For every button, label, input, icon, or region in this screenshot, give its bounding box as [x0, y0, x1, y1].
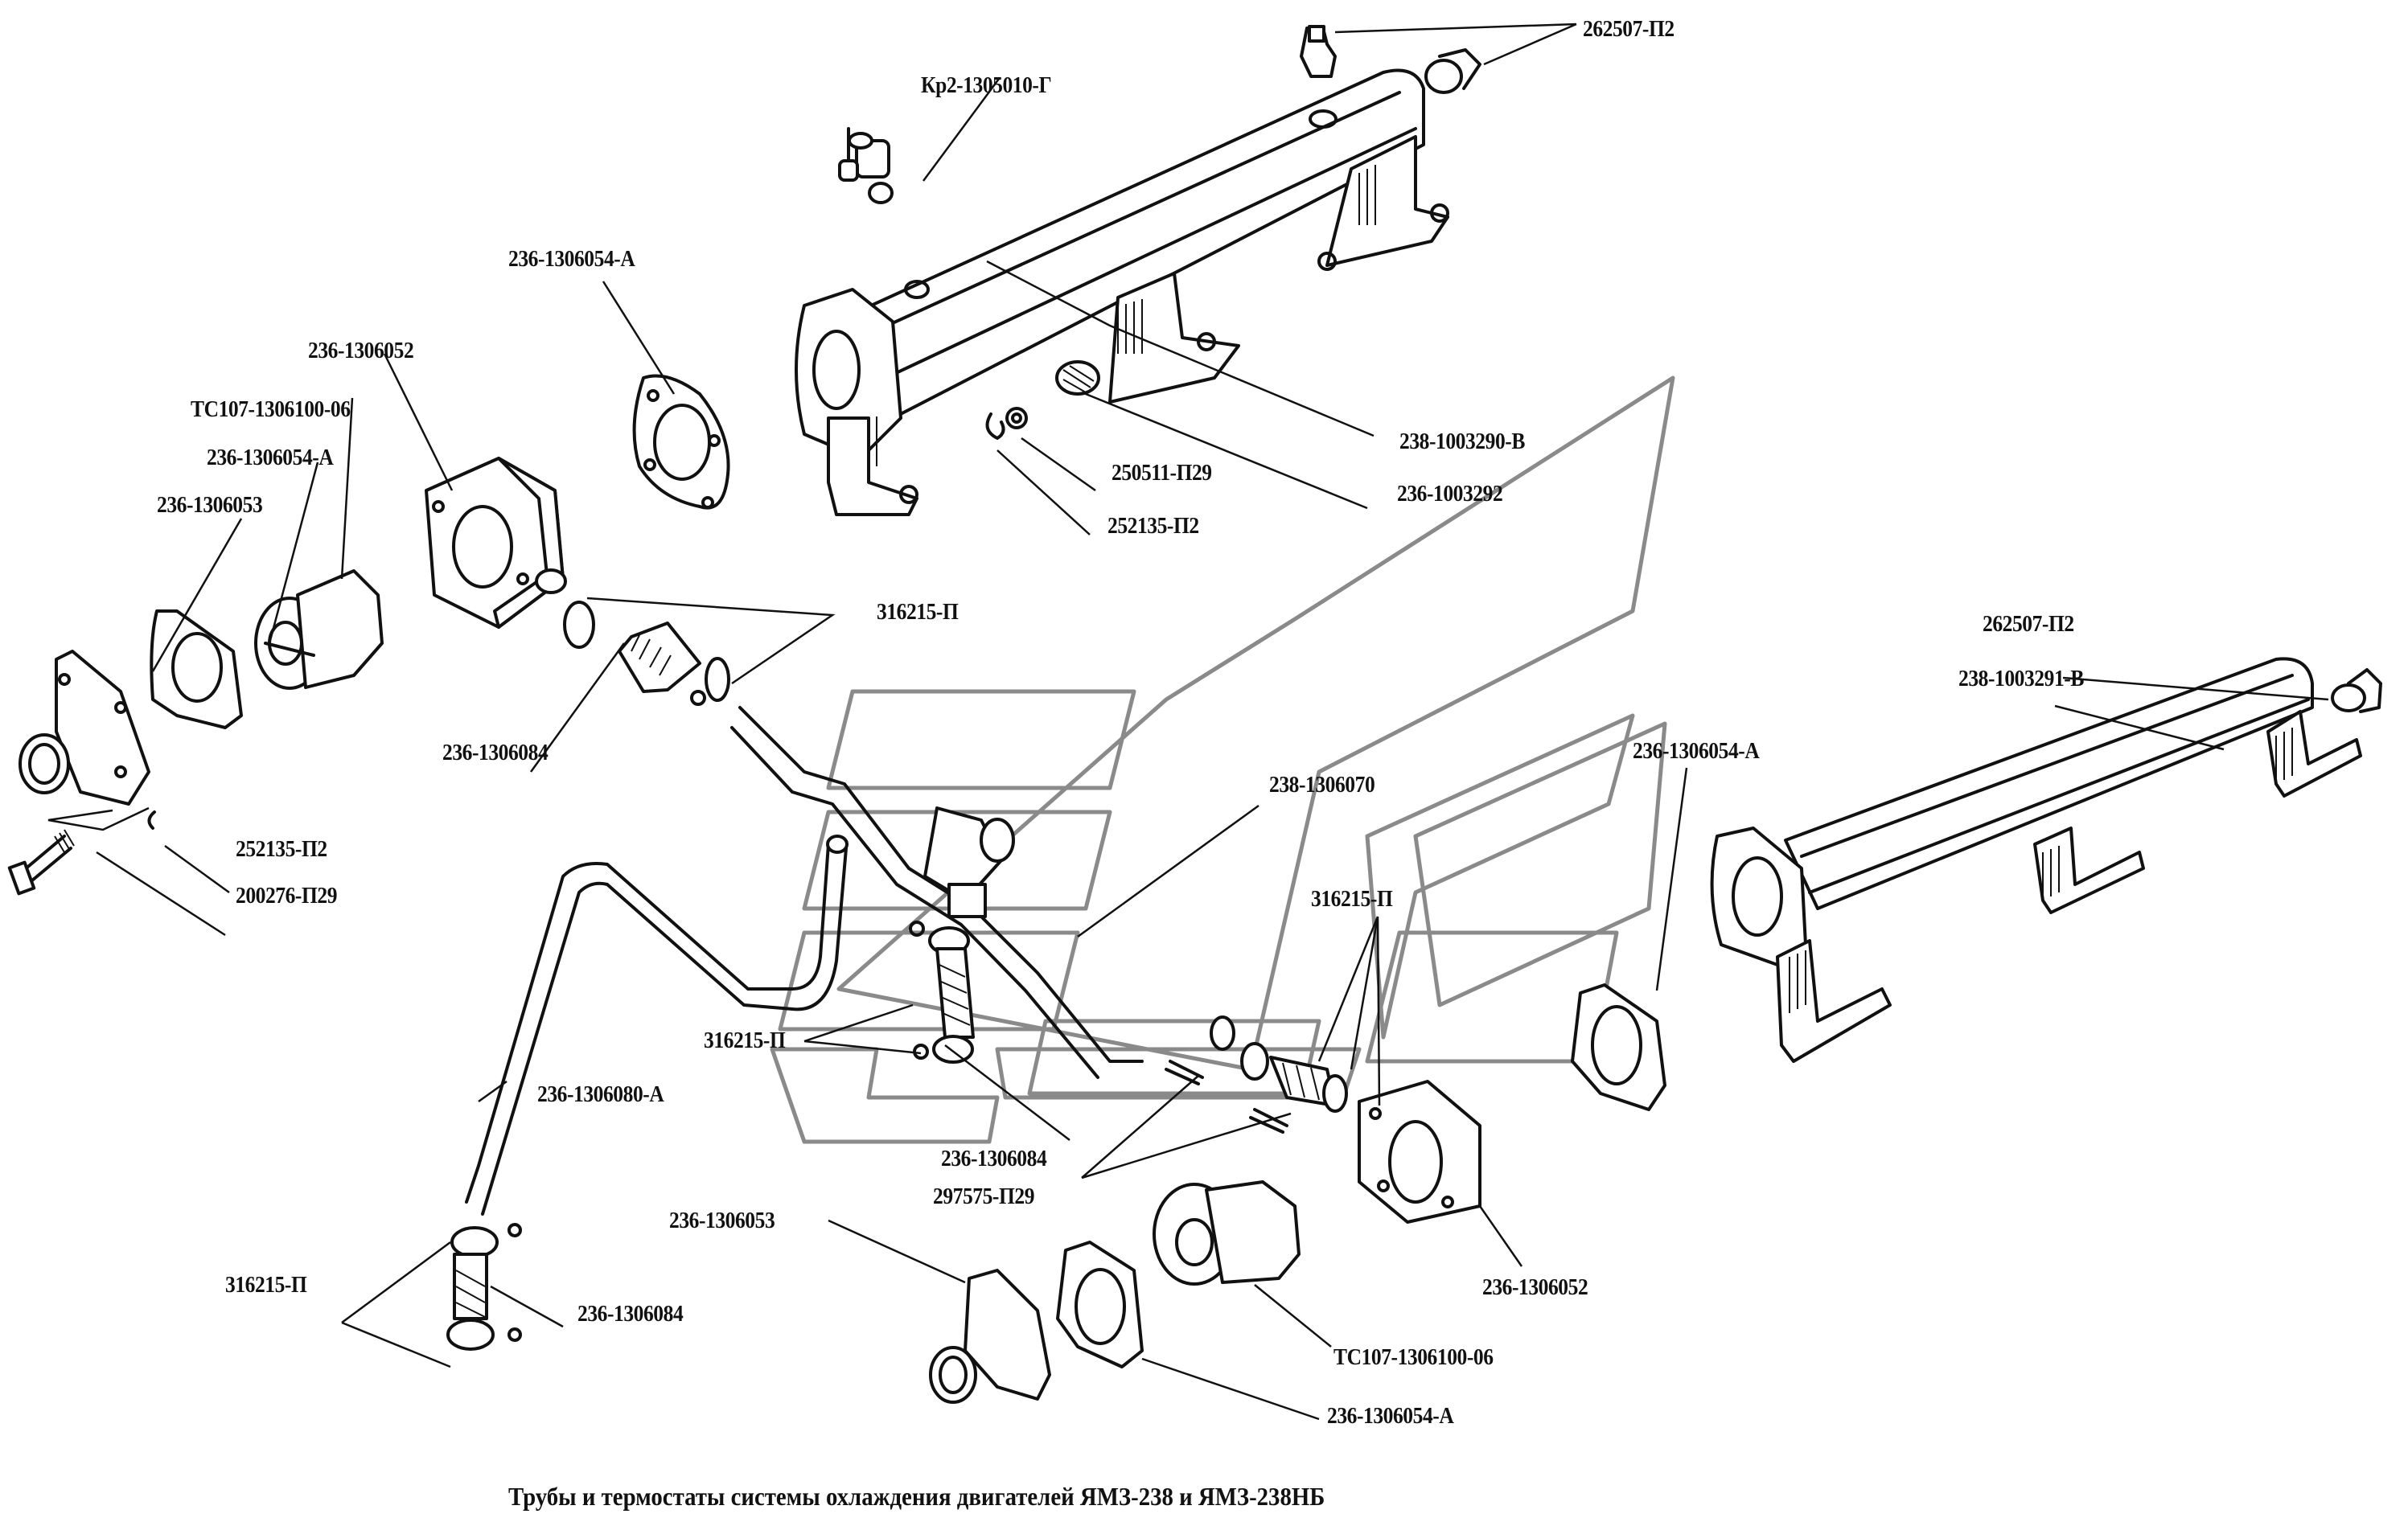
bottom-hose-assembly: [446, 1223, 522, 1351]
label-gasket-bottom: 236-1306054-А: [1327, 1403, 1454, 1429]
label-gasket-manifold: 236-1003292: [1397, 481, 1503, 507]
bolt-left: [7, 810, 156, 896]
label-lockwasher-left: 252135-П2: [236, 836, 327, 862]
label-thermostat-bottom: ТС107-1306100-06: [1333, 1344, 1494, 1370]
gasket-left: [150, 609, 243, 729]
label-bypass-pipe: 236-1306080-А: [537, 1081, 664, 1107]
gasket-right-manifold: [1571, 983, 1666, 1111]
label-drain-cock: Кр2-1305010-Г: [921, 72, 1052, 98]
middle-hose-assembly: [909, 921, 975, 1064]
label-clamp-right: 316215-П: [1311, 886, 1393, 912]
label-housing-right: 236-1306052: [1482, 1274, 1588, 1300]
label-lockwasher-manifold: 252135-П2: [1107, 513, 1199, 539]
label-clamp-bottom: 316215-П: [225, 1272, 307, 1298]
manifold-pipe-left: [795, 68, 1449, 516]
thermostat-cover-bottom: [929, 1269, 1051, 1404]
thermostat-housing-right: [1358, 1080, 1481, 1224]
label-cover-left: 236-1306053: [157, 492, 263, 518]
plug-top-right: [1424, 48, 1481, 94]
label-plug-right: 262507-П2: [1983, 611, 2074, 637]
right-hose-assembly: [1165, 1042, 1348, 1134]
label-cotter-pin: 297575-П29: [933, 1184, 1035, 1209]
upper-hose-assembly: [563, 601, 730, 706]
label-tee-pipe: 238-1306070: [1269, 772, 1375, 798]
label-washer-manifold: 250511-П29: [1112, 460, 1212, 486]
thermostat-housing-left: [425, 457, 567, 629]
gasket-top: [632, 374, 730, 510]
diagram-caption: Трубы и термостаты системы охлаждения дв…: [508, 1482, 1325, 1511]
thermostat-bottom: [1153, 1180, 1301, 1286]
label-hose-middle: 236-1306084: [941, 1146, 1047, 1171]
manifold-pipe-right: [1710, 657, 2362, 1063]
label-clamp-upper: 316215-П: [877, 599, 959, 625]
plug-top: [1300, 25, 1337, 78]
label-gasket-right-manifold: 236-1306054-А: [1633, 738, 1760, 764]
thermostat-left: [254, 569, 384, 690]
tee-pipe: [730, 706, 1235, 1079]
gasket-bottom: [1056, 1241, 1144, 1368]
manifold-gasket: [1055, 360, 1100, 396]
leader-lines: [47, 23, 2329, 1421]
label-hose-bottom: 236-1306084: [577, 1301, 684, 1327]
bypass-pipe: [465, 835, 849, 1216]
plug-right: [2331, 668, 2382, 713]
label-gasket-left: 236-1306054-А: [207, 445, 334, 470]
label-housing-left: 236-1306052: [308, 338, 414, 363]
drain-cock: [838, 127, 894, 204]
manifold-washers: [985, 407, 1028, 440]
label-hose-upper: 236-1306084: [442, 740, 549, 765]
label-pipe-right-manifold: 238-1003291-В: [1958, 666, 2084, 691]
label-plug-top-right: 262507-П2: [1583, 16, 1675, 42]
label-pipe-left-manifold: 238-1003290-В: [1399, 429, 1525, 454]
label-gasket-top: 236-1306054-А: [508, 246, 635, 272]
label-bolt-left: 200276-П29: [236, 883, 338, 909]
thermostat-cover-left: [18, 650, 150, 806]
label-cover-bottom: 236-1306053: [669, 1208, 775, 1233]
label-thermostat-left: ТС107-1306100-06: [191, 396, 351, 422]
label-clamp-middle: 316215-П: [704, 1028, 786, 1053]
